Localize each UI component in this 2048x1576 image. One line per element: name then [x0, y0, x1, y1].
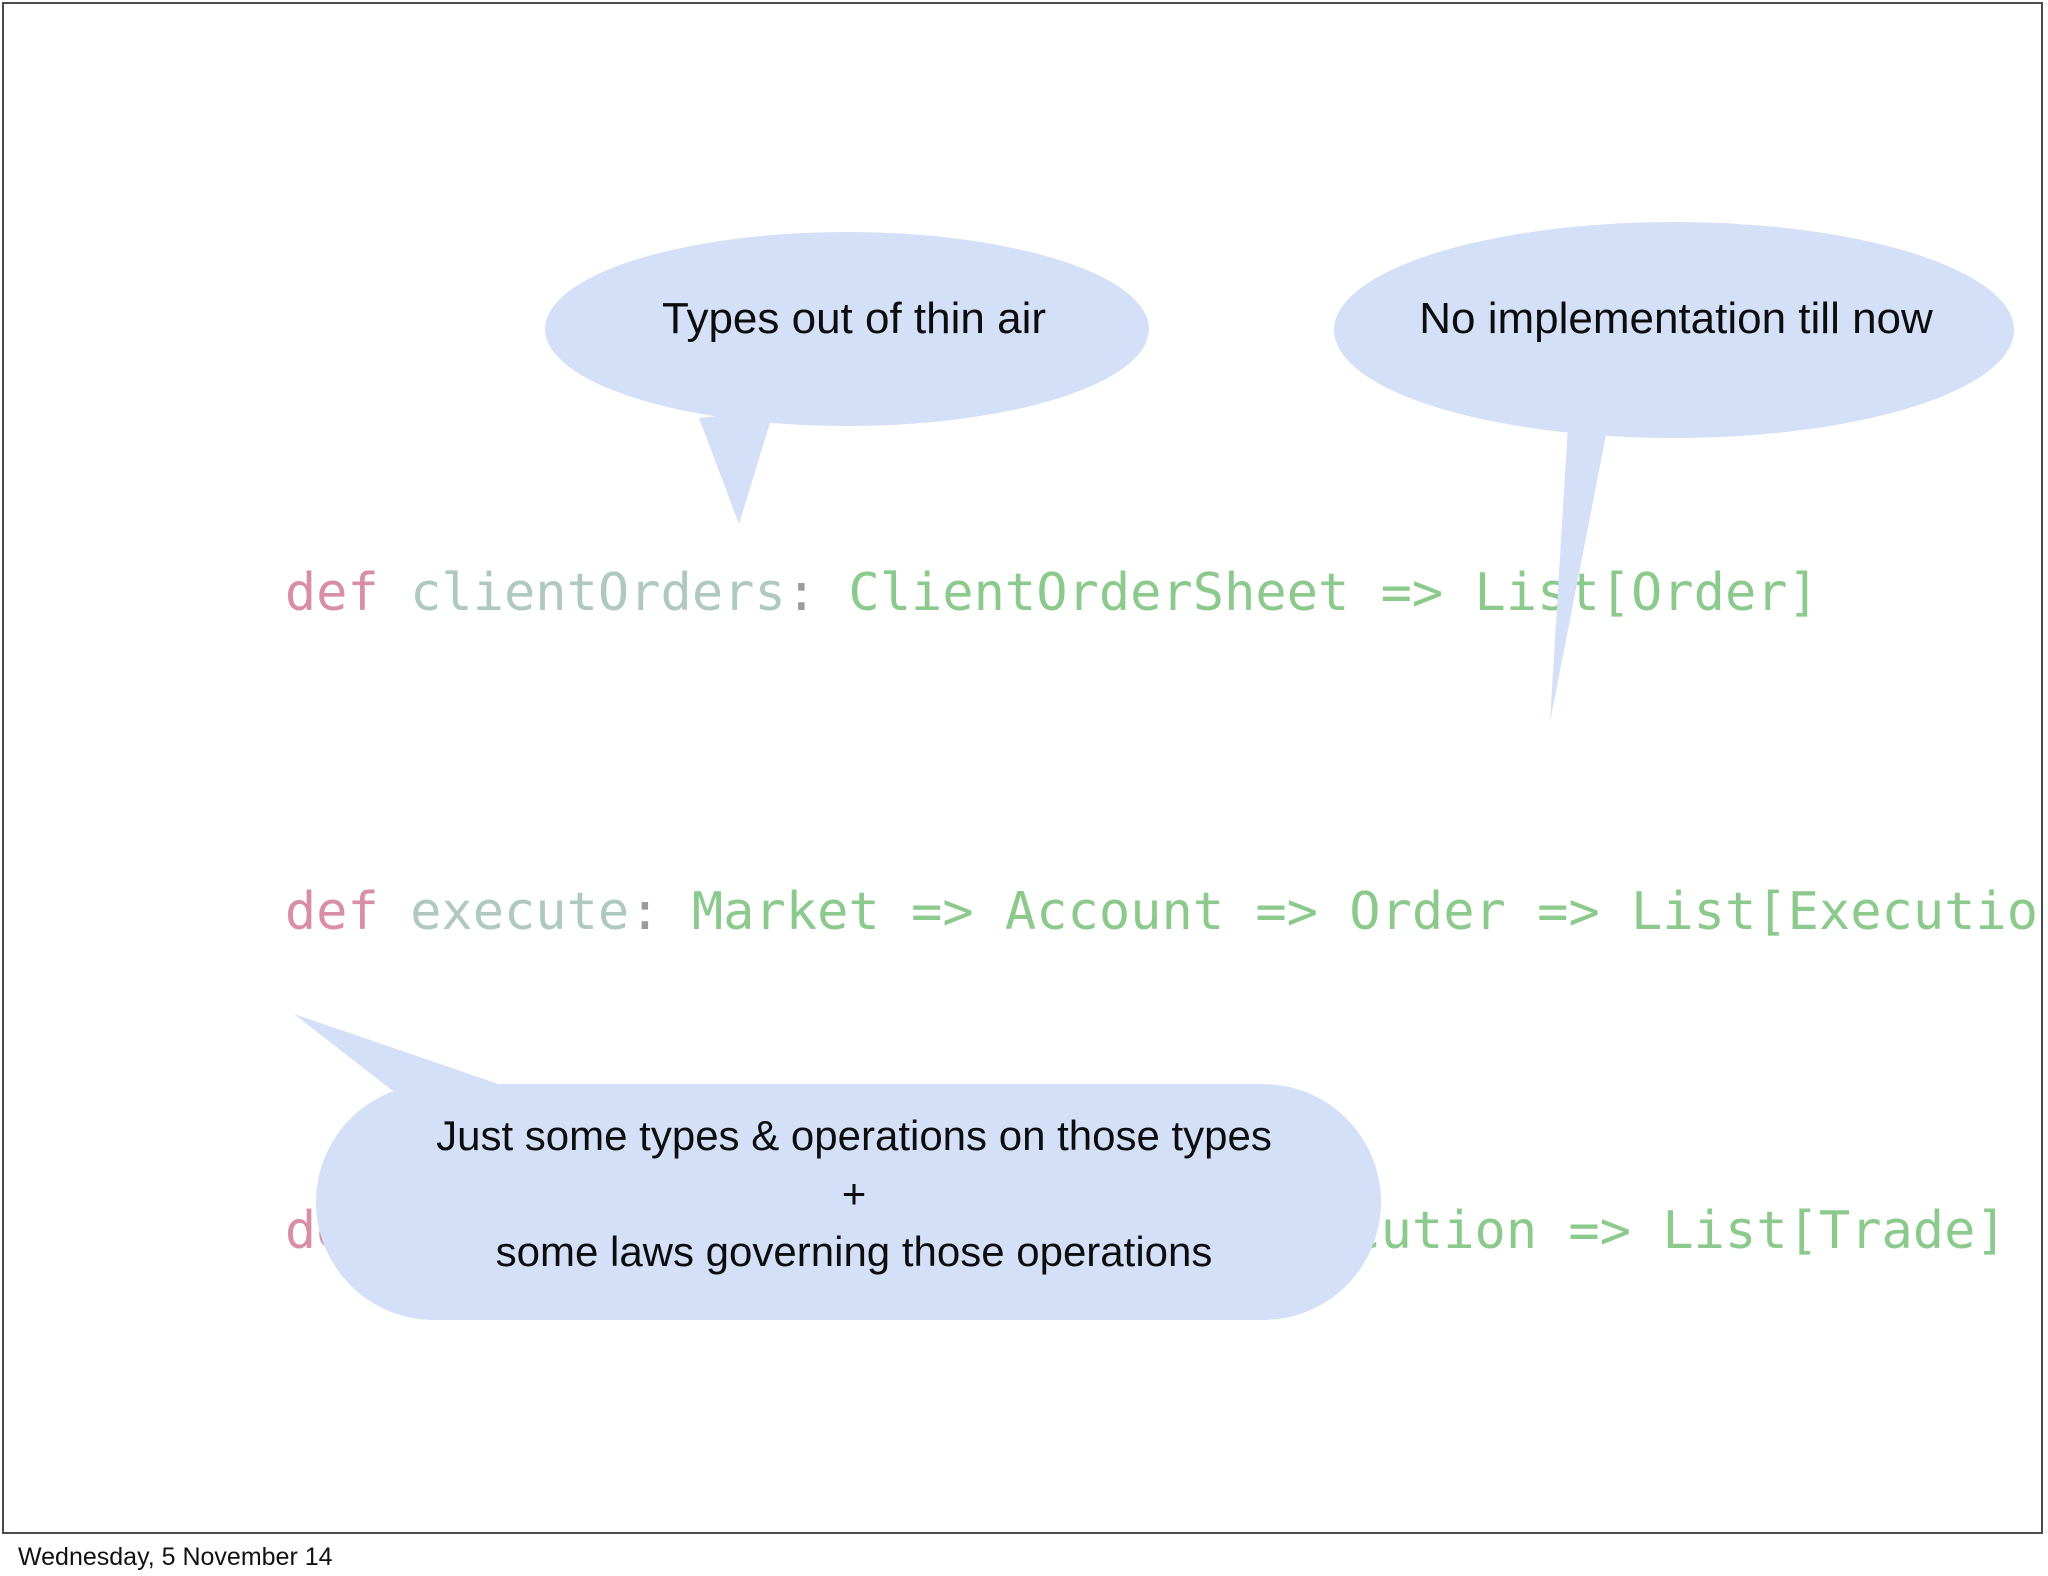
callout-laws-line-1: Just some types & operations on those ty… [436, 1112, 1272, 1159]
code-type-signature: ClientOrderSheet => List[Order] [848, 563, 1819, 623]
footer-date-label: Wednesday, 5 November 14 [18, 1543, 333, 1571]
callout-laws-line-2: + [841, 1170, 867, 1217]
code-identifier: execute [410, 882, 630, 942]
code-type-signature: Market => Account => Order => List[Execu… [691, 882, 2043, 942]
callout-label-no-implementation-till-now: No implementation till now [1419, 294, 1933, 343]
callout-label-types-out-of-thin-air: Types out of thin air [662, 294, 1046, 343]
code-space [817, 563, 848, 623]
code-line-client-orders: def clientOrders: ClientOrderSheet => Li… [97, 500, 1977, 686]
code-space [379, 882, 410, 942]
slide-canvas: def clientOrders: ClientOrderSheet => Li… [2, 2, 2043, 1534]
code-keyword-def: def [284, 563, 379, 623]
callout-laws-line-3: some laws governing those operations [495, 1228, 1213, 1275]
code-identifier: clientOrders [410, 563, 786, 623]
callout-label-just-some-types-and-laws: Just some types & operations on those ty… [404, 1107, 1304, 1281]
code-colon: : [629, 882, 661, 942]
code-keyword-def: def [284, 882, 379, 942]
callout-bubble-types-out-of-thin-air [545, 232, 1149, 524]
code-space [379, 563, 410, 623]
code-line-execute: def execute: Market => Account => Order … [97, 819, 2041, 1005]
code-space [661, 882, 692, 942]
code-keyword-def: def [284, 1201, 379, 1261]
code-block: def clientOrders: ClientOrderSheet => Li… [97, 500, 2041, 1324]
code-colon: : [785, 563, 818, 623]
